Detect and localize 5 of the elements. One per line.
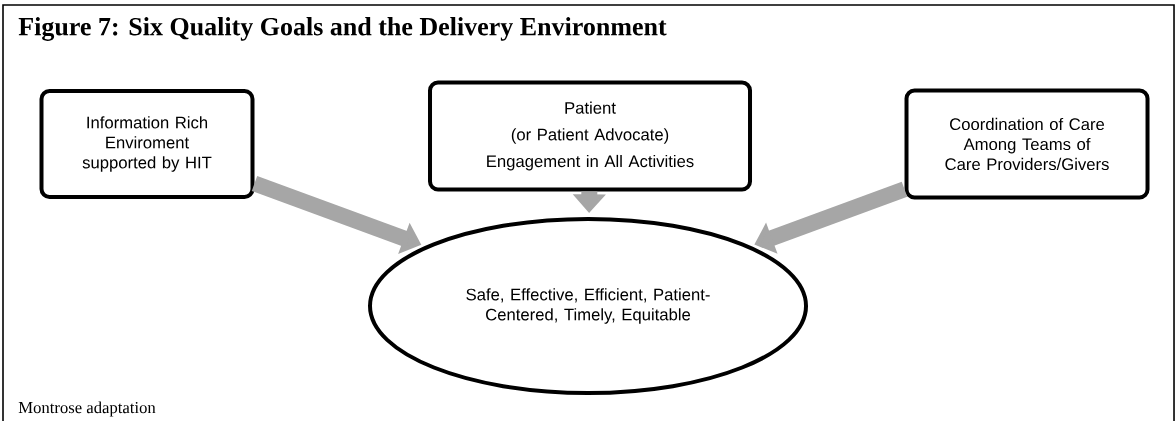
factor-box: Information Rich Enviroment supported by HIT (39, 89, 255, 199)
factor-box: Coordination of Care Among Teams of Care Providers/Givers (904, 88, 1150, 200)
factor-box: Patient (or Patient Advocate) Engagement in All Activities (428, 80, 752, 192)
title: Figure 7: Six Quality Goals and the Delivery Environment (18, 17, 667, 41)
source-note: Montrose adaptation (18, 401, 156, 417)
